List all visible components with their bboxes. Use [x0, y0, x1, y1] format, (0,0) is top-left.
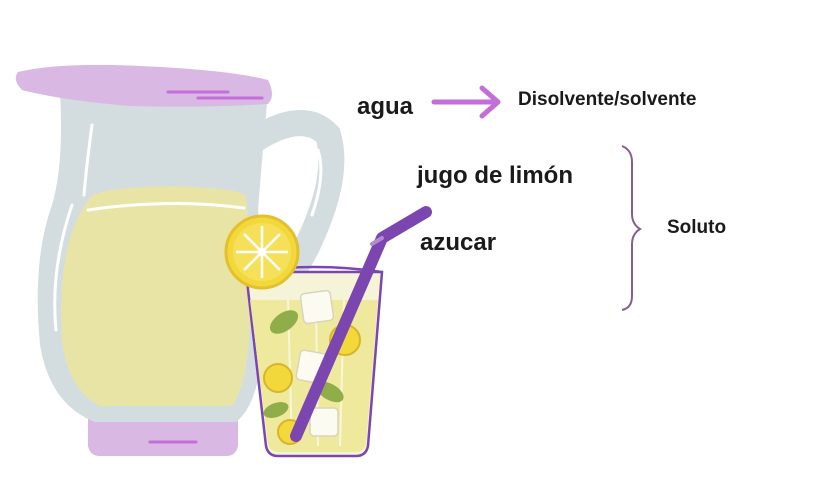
lemonade-glass-icon [224, 206, 432, 458]
curly-brace-icon [621, 145, 642, 311]
lemon-juice-label: jugo de limón [417, 162, 573, 189]
water-label: agua [357, 93, 414, 120]
solvent-label: Disolvente/solvente [518, 89, 697, 110]
solute-label: Soluto [667, 217, 727, 238]
lemonade-pitcher-icon [15, 64, 345, 456]
right-arrow-icon [431, 85, 501, 119]
sugar-label: azucar [420, 229, 497, 256]
